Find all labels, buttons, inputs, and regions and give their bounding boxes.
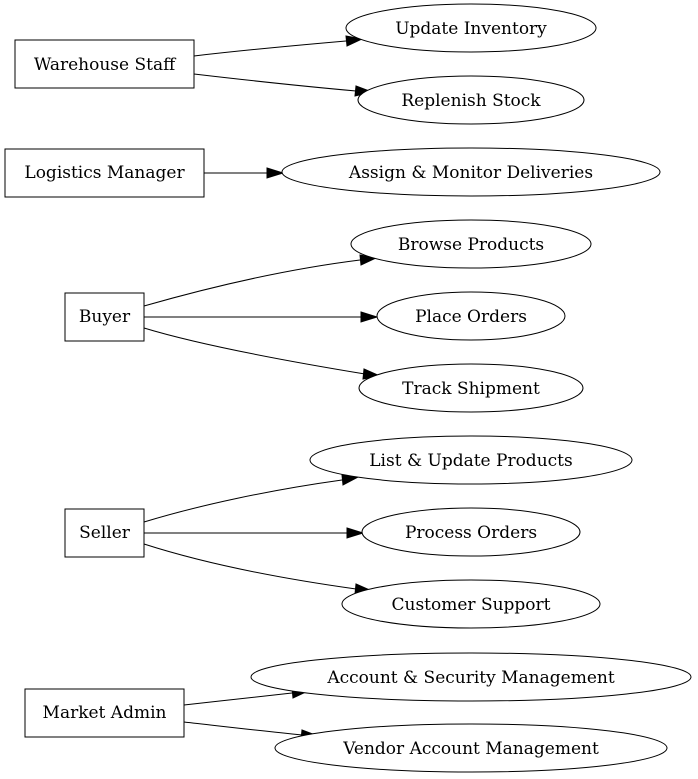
actor-label: Market Admin [43,703,167,723]
usecase-replenish-stock: Replenish Stock [357,75,585,125]
edge-warehouse-update-inventory [193,35,364,57]
usecase-label: Process Orders [405,523,537,543]
usecase-label: Place Orders [415,307,527,327]
usecase-label: Track Shipment [402,379,540,399]
edge-buyer-place-orders [144,311,379,323]
usecase-label: Replenish Stock [401,91,541,111]
actor-buyer: Buyer [64,292,145,342]
actor-label: Buyer [79,307,131,327]
edge-warehouse-replenish-stock [193,73,374,97]
edge-seller-process-orders [144,527,365,539]
edge-buyer-track-shipment [143,327,382,380]
edge-seller-list-products [143,474,360,523]
actor-seller: Seller [64,508,145,558]
usecase-customer-support: Customer Support [341,579,601,629]
usecase-update-inventory: Update Inventory [345,3,597,53]
usecase-label: List & Update Products [369,451,572,471]
usecase-label: Update Inventory [395,19,547,39]
actor-label: Seller [79,523,131,543]
actor-label: Warehouse Staff [34,55,177,75]
usecase-label: Account & Security Management [326,668,615,688]
edge-buyer-browse-products [143,254,378,307]
usecase-track-shipment: Track Shipment [358,363,584,413]
usecase-place-orders: Place Orders [376,291,566,341]
actor-market-admin: Market Admin [24,688,185,738]
usecase-list-update-products: List & Update Products [309,435,633,485]
usecase-label: Customer Support [391,595,550,615]
usecase-process-orders: Process Orders [361,507,581,557]
edge-logistics-assign-deliveries [204,167,285,179]
actor-warehouse-staff: Warehouse Staff [14,39,195,89]
usecase-browse-products: Browse Products [350,219,592,269]
usecase-vendor-account-management: Vendor Account Management [274,723,668,773]
usecase-account-security-management: Account & Security Management [250,652,692,702]
actor-label: Logistics Manager [24,163,185,183]
edge-seller-customer-support [143,543,374,595]
usecase-label: Browse Products [398,235,544,255]
actor-logistics-manager: Logistics Manager [4,148,205,198]
usecase-label: Vendor Account Management [342,739,599,759]
usecase-assign-deliveries: Assign & Monitor Deliveries [281,147,661,197]
usecase-label: Assign & Monitor Deliveries [348,163,593,183]
edges [143,35,382,741]
